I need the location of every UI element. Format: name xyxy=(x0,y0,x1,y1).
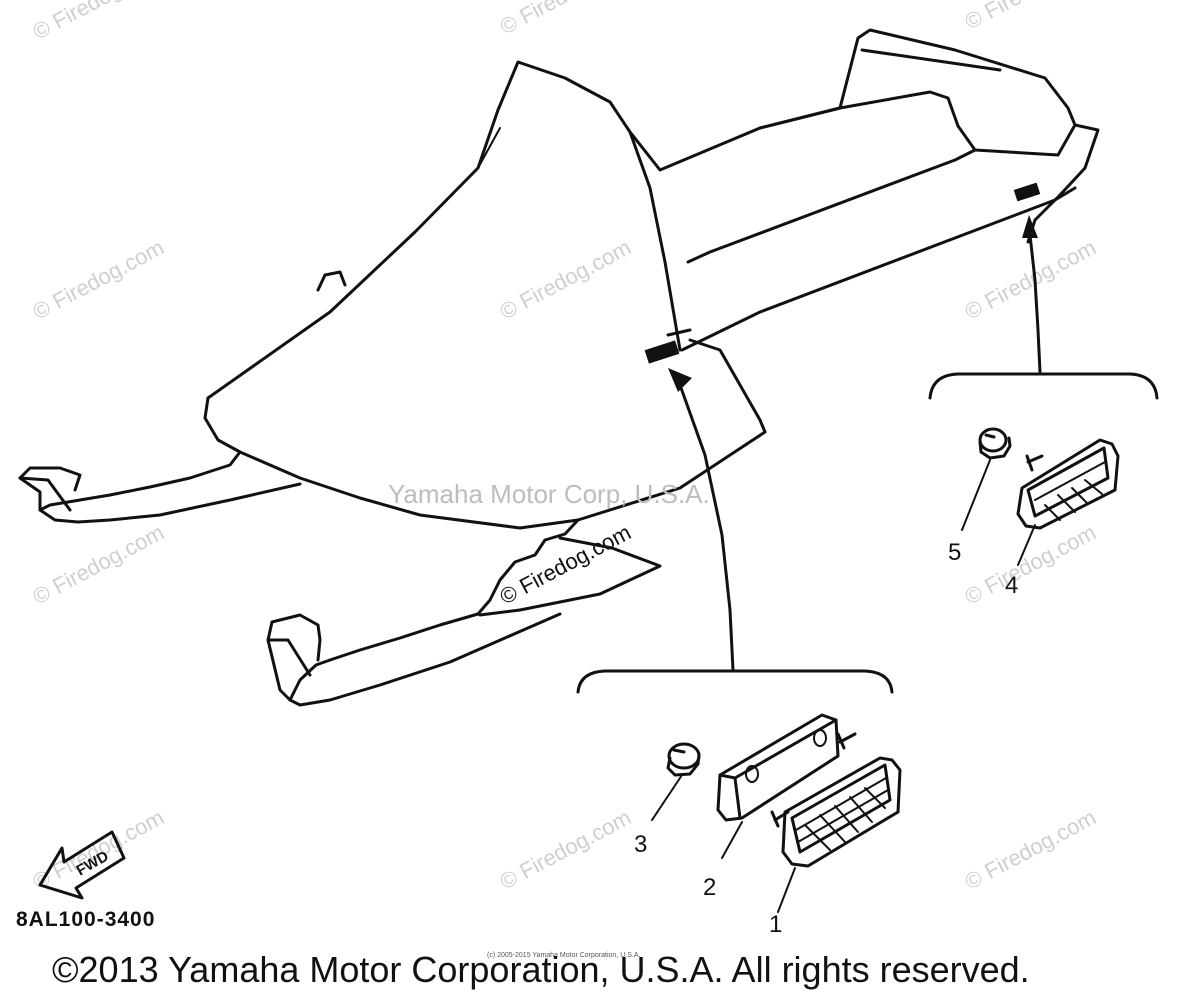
callout-4: 4 xyxy=(1005,572,1018,599)
part-code: 8AL100-3400 xyxy=(16,908,155,931)
watermark: © Firedog.com xyxy=(29,234,168,324)
copyright-footer: ©2013 Yamaha Motor Corporation, U.S.A. A… xyxy=(52,949,1030,990)
part-1-reflector xyxy=(770,732,902,868)
watermark: © Firedog.com xyxy=(29,519,168,609)
tiny-notice: (c) 2005-2015 Yamaha Motor Corporation, … xyxy=(487,952,640,959)
watermark: © Firedog.com xyxy=(496,234,635,324)
part-3-nut xyxy=(666,742,701,777)
center-mark: Yamaha Motor Corp, U.S.A. xyxy=(388,479,710,509)
part-4-reflector xyxy=(1016,438,1120,530)
callout-1: 1 xyxy=(769,911,782,938)
leader-arrows xyxy=(668,215,1042,672)
watermark-layer: © Firedog.com © Firedog.com © Firedog.co… xyxy=(29,0,1100,894)
group-brackets xyxy=(576,372,1159,694)
reflector-mount-right xyxy=(1013,182,1041,202)
callout-5: 5 xyxy=(948,539,961,566)
callout-2: 2 xyxy=(703,874,716,901)
watermark: © Firedog.com xyxy=(496,804,635,894)
watermark: © Firedog.com xyxy=(29,0,168,44)
part-2-gasket xyxy=(716,713,840,822)
part-5-nut xyxy=(978,427,1012,460)
watermark: © Firedog.com xyxy=(961,519,1100,609)
reflector-mount-left xyxy=(644,340,680,364)
watermark: © Firedog.com xyxy=(961,0,1100,34)
watermark: © Firedog.com xyxy=(961,804,1100,894)
callout-3: 3 xyxy=(634,831,647,858)
callout-leaders xyxy=(651,459,1036,913)
snowmobile-outline xyxy=(18,28,1100,707)
watermark: © Firedog.com xyxy=(496,0,635,39)
